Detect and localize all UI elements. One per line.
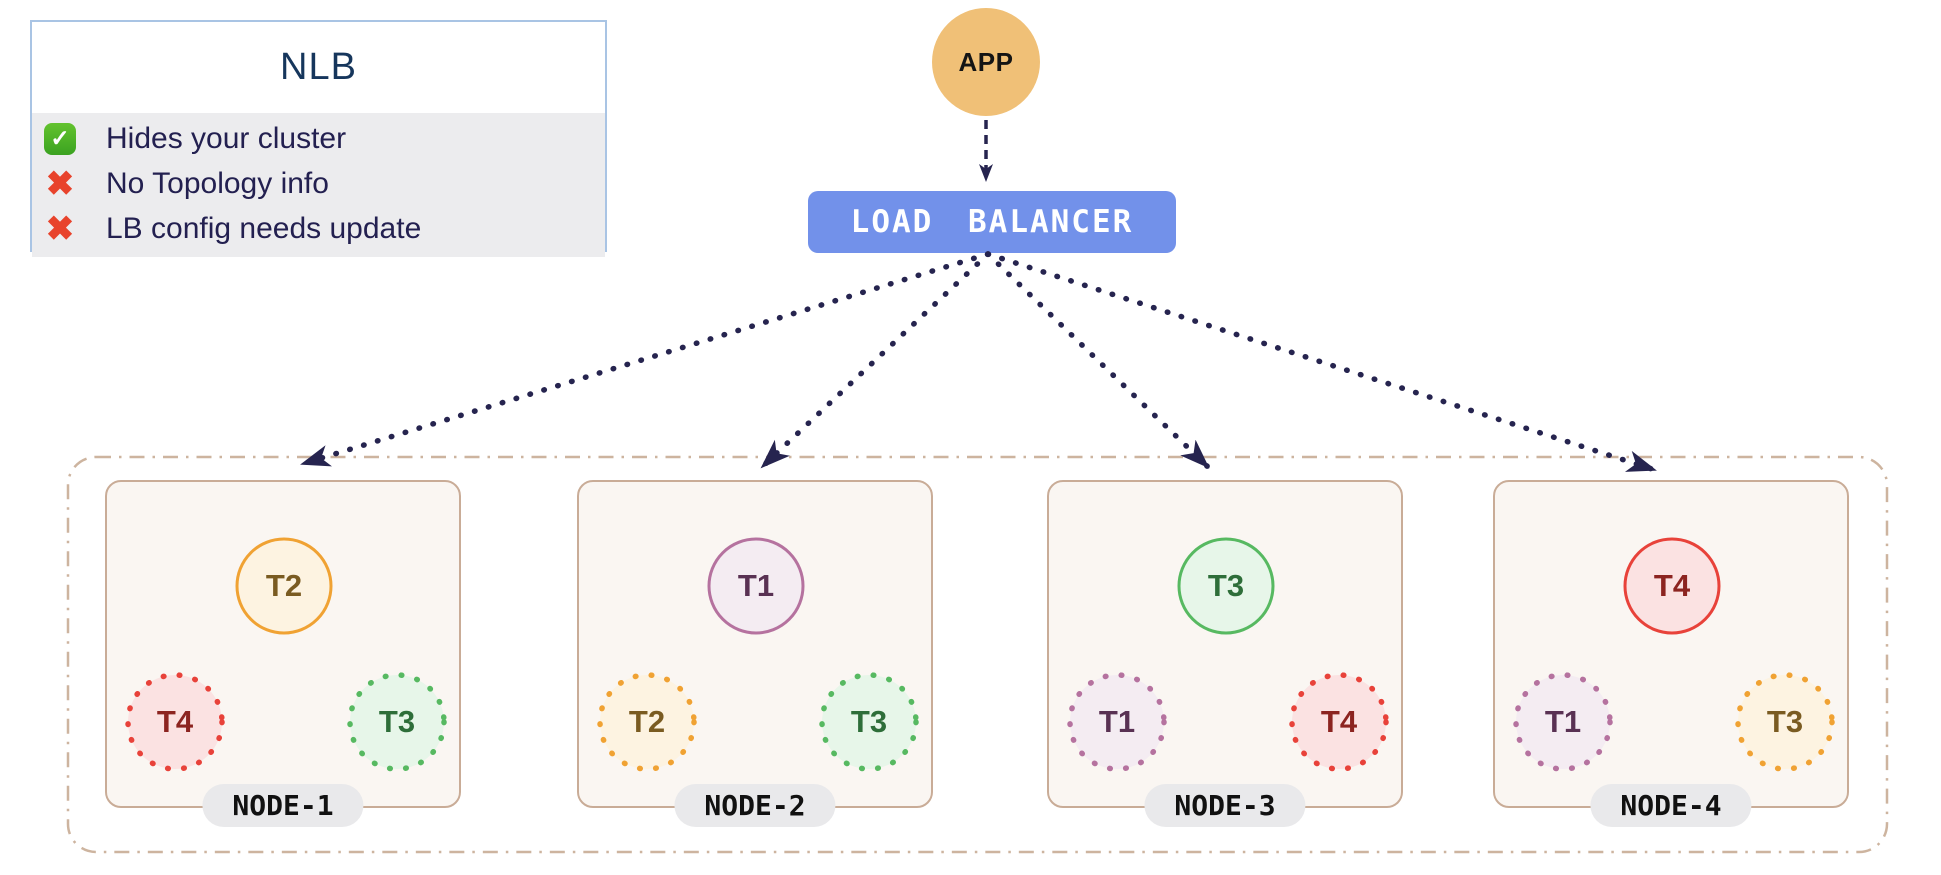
arrow-lb-to-node-4 — [985, 251, 1658, 473]
cross-icon: ✖ — [45, 209, 75, 248]
tenant-circle-t1: T1 — [1511, 670, 1615, 774]
tenant-circle-t3: T3 — [817, 670, 921, 774]
load-balancer-label: LOAD BALANCER — [850, 204, 1134, 240]
legend-title: NLB — [280, 46, 357, 88]
tenant-circle-t2: T2 — [595, 670, 699, 774]
tenant-circle-t4: T4 — [1287, 670, 1391, 774]
tenant-label: T3 — [1207, 568, 1245, 603]
tenant-label: T3 — [850, 704, 888, 739]
arrow-lb-to-node-1 — [299, 251, 991, 467]
node-label: NODE-1 — [202, 784, 364, 827]
tenant-label: T4 — [156, 704, 194, 739]
tenant-label: T3 — [1766, 704, 1804, 739]
arrow-lb-to-node-3 — [985, 251, 1211, 470]
tenant-circle-t1: T1 — [1065, 670, 1169, 774]
app-circle: APP — [932, 8, 1040, 116]
tenant-circle-t3: T3 — [1733, 670, 1837, 774]
tenant-circle-t4: T4 — [1620, 534, 1724, 638]
tenant-label: T1 — [1098, 704, 1136, 739]
tenant-label: T3 — [378, 704, 416, 739]
node-label: NODE-2 — [674, 784, 836, 827]
legend-item: ✓ Hides your cluster — [32, 116, 605, 161]
node-label: NODE-4 — [1590, 784, 1752, 827]
node-label: NODE-3 — [1144, 784, 1306, 827]
legend-item: ✖ LB config needs update — [32, 206, 605, 251]
tenant-circle-t3: T3 — [345, 670, 449, 774]
cross-icon: ✖ — [45, 164, 75, 203]
legend-box: NLB ✓ Hides your cluster ✖ No Topology i… — [30, 20, 607, 257]
load-balancer-box: LOAD BALANCER — [808, 191, 1176, 253]
legend-items: ✓ Hides your cluster ✖ No Topology info … — [32, 113, 605, 257]
legend-item-text: LB config needs update — [106, 211, 422, 245]
tenant-circle-t2: T2 — [232, 534, 336, 638]
app-label: APP — [958, 46, 1014, 77]
tenant-circle-t4: T4 — [123, 670, 227, 774]
legend-item-text: No Topology info — [106, 166, 329, 200]
tenant-circle-t1: T1 — [704, 534, 808, 638]
tenant-label: T1 — [1544, 704, 1582, 739]
check-icon: ✓ — [44, 122, 76, 155]
tenant-label: T4 — [1653, 568, 1691, 603]
tenant-label: T2 — [628, 704, 666, 739]
tenant-label: T1 — [737, 568, 775, 603]
arrow-lb-to-node-2 — [759, 251, 991, 470]
tenant-label: T2 — [265, 568, 303, 603]
tenant-circle-t3: T3 — [1174, 534, 1278, 638]
legend-item: ✖ No Topology info — [32, 161, 605, 206]
tenant-label: T4 — [1320, 704, 1358, 739]
legend-item-text: Hides your cluster — [106, 121, 347, 155]
